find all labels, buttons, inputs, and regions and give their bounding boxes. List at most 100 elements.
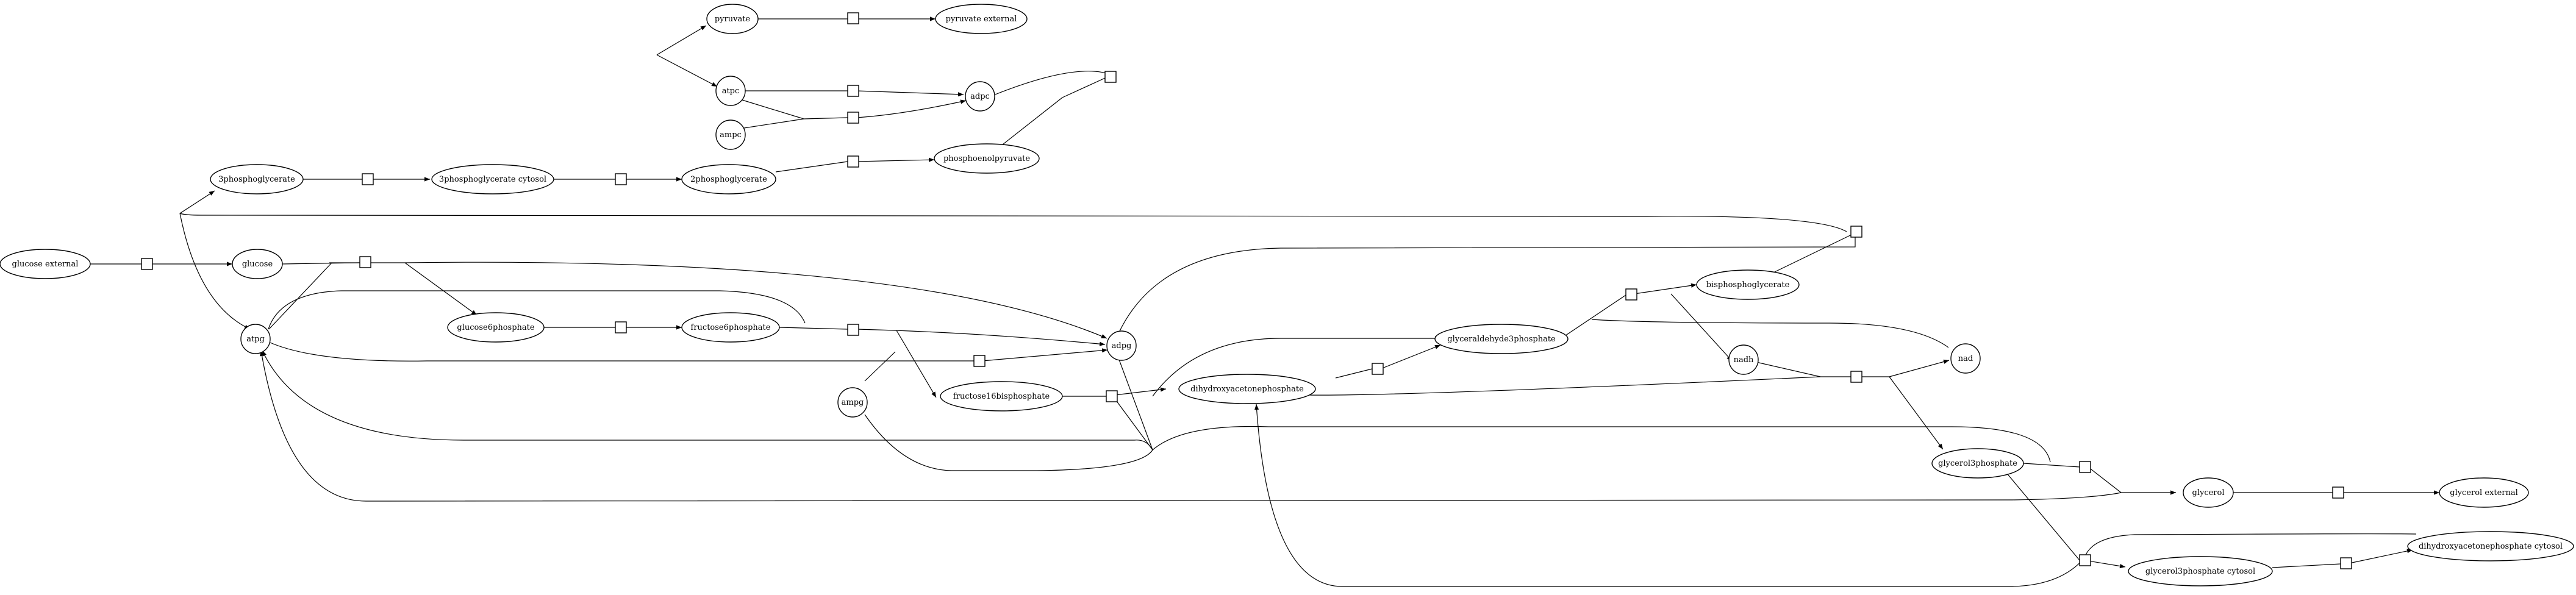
node-label: nadh xyxy=(1734,355,1754,365)
edge xyxy=(268,290,806,330)
reaction-node[interactable] xyxy=(973,355,986,367)
node-adpc[interactable]: adpc xyxy=(965,81,995,112)
reaction-node[interactable] xyxy=(847,155,859,168)
reaction-node[interactable] xyxy=(1372,363,1384,375)
reaction-node[interactable] xyxy=(141,258,153,270)
node-phosphoenolpyruvate[interactable]: phosphoenolpyruvate xyxy=(934,143,1040,174)
edge xyxy=(1152,426,2051,463)
edge xyxy=(268,262,332,330)
node-nadh[interactable]: nadh xyxy=(1728,344,1759,375)
reaction-node[interactable] xyxy=(359,256,371,268)
edge xyxy=(864,414,1153,471)
node-label: dihydroxyacetonephosphate cytosol xyxy=(2419,542,2563,551)
node-glycerol-external[interactable]: glycerol external xyxy=(2439,477,2529,508)
edge xyxy=(270,342,974,362)
node-label: glycerol external xyxy=(2450,488,2518,497)
node-label: fructose6phosphate xyxy=(691,323,771,332)
node-atpc[interactable]: atpc xyxy=(715,76,746,106)
edge xyxy=(856,90,964,97)
reaction-node[interactable] xyxy=(615,173,627,185)
node-2phosphoglycerate[interactable]: 2phosphoglycerate xyxy=(681,164,776,194)
edge xyxy=(179,213,1847,232)
reaction-node[interactable] xyxy=(2332,486,2344,499)
edge xyxy=(742,99,804,119)
node-ampc[interactable]: ampc xyxy=(715,119,746,150)
node-adpg[interactable]: adpg xyxy=(1106,330,1137,361)
edge xyxy=(982,348,1108,362)
edge xyxy=(775,161,848,173)
node-glycerol3phosphate-cytosol[interactable]: glycerol3phosphate cytosol xyxy=(2128,556,2273,586)
node-3phosphoglycerate[interactable]: 3phosphoglycerate xyxy=(210,164,304,194)
edge xyxy=(1634,283,1697,294)
edge xyxy=(995,71,1114,95)
node-label: glycerol xyxy=(2192,488,2225,497)
node-label: pyruvate xyxy=(715,15,751,24)
edge xyxy=(1591,319,1949,348)
edge xyxy=(864,351,896,382)
node-ampg[interactable]: ampg xyxy=(837,387,868,418)
edge xyxy=(1889,359,1950,377)
reaction-node[interactable] xyxy=(1850,226,1862,238)
edge xyxy=(259,350,2122,502)
edge xyxy=(262,350,1153,451)
node-glyceraldehyde3phosphate[interactable]: glyceraldehyde3phosphate xyxy=(1434,324,1569,354)
edge xyxy=(1118,359,1153,451)
node-glycerol[interactable]: glycerol xyxy=(2183,477,2234,508)
reaction-node[interactable] xyxy=(1104,71,1117,83)
node-dihydroxyacetonephosphate-cytosol[interactable]: dihydroxyacetonephosphate cytosol xyxy=(2407,531,2574,561)
edge xyxy=(179,190,215,214)
node-fructose16bisphosphate[interactable]: fructose16bisphosphate xyxy=(940,381,1063,412)
reaction-node[interactable] xyxy=(847,324,859,336)
node-label: dihydroxyacetonephosphate xyxy=(1190,385,1304,394)
node-label: fructose16bisphosphate xyxy=(953,392,1050,401)
edge xyxy=(1380,344,1441,369)
node-glucose-external[interactable]: glucose external xyxy=(0,249,91,279)
reaction-node[interactable] xyxy=(847,85,859,97)
edge xyxy=(1670,293,1733,362)
node-pyruvate-external[interactable]: pyruvate external xyxy=(935,4,1028,34)
edge xyxy=(856,157,935,162)
node-fructose6phosphate[interactable]: fructose6phosphate xyxy=(681,312,780,343)
node-label: 3phosphoglycerate cytosol xyxy=(439,175,546,184)
edge xyxy=(803,117,848,119)
node-bisphosphoglycerate[interactable]: bisphosphoglycerate xyxy=(1696,269,1800,300)
reaction-node[interactable] xyxy=(2079,554,2091,566)
reaction-node[interactable] xyxy=(362,173,374,185)
reaction-node[interactable] xyxy=(1625,288,1637,301)
edge xyxy=(1114,387,1167,396)
edge-layer xyxy=(90,16,2439,587)
edge xyxy=(2349,549,2413,564)
edge xyxy=(856,329,1106,346)
node-atpg[interactable]: atpg xyxy=(240,324,271,354)
node-dihydroxyacetonephosphate[interactable]: dihydroxyacetonephosphate xyxy=(1178,374,1316,404)
reaction-node[interactable] xyxy=(847,112,859,124)
node-label: glucose xyxy=(242,260,273,269)
node-pyruvate[interactable]: pyruvate xyxy=(706,4,759,34)
node-glucose[interactable]: glucose xyxy=(232,249,283,279)
node-label: glycerol3phosphate cytosol xyxy=(2145,567,2255,576)
edge xyxy=(1062,77,1106,98)
reaction-node[interactable] xyxy=(1850,371,1862,383)
edge xyxy=(1756,362,1821,377)
edge xyxy=(656,25,707,55)
reaction-node[interactable] xyxy=(847,12,859,24)
edge xyxy=(656,54,718,87)
edge xyxy=(735,118,804,130)
node-label: atpg xyxy=(246,335,265,344)
node-label: 3phosphoglycerate xyxy=(218,175,295,184)
node-glucose6phosphate[interactable]: glucose6phosphate xyxy=(447,312,545,343)
reaction-node[interactable] xyxy=(1106,390,1118,402)
node-label: glucose external xyxy=(12,260,79,269)
edge xyxy=(1889,376,1944,450)
node-3phosphoglycerate-cytosol[interactable]: 3phosphoglycerate cytosol xyxy=(431,164,554,194)
reaction-node[interactable] xyxy=(2079,461,2091,473)
reaction-node[interactable] xyxy=(615,321,627,333)
node-glycerol3phosphate[interactable]: glycerol3phosphate xyxy=(1931,448,2024,479)
node-label: nad xyxy=(1958,354,1973,363)
reaction-node[interactable] xyxy=(2340,557,2352,569)
node-label: bisphosphoglycerate xyxy=(1706,280,1790,290)
node-nad[interactable]: nad xyxy=(1950,343,1981,374)
edge xyxy=(2272,563,2341,568)
edge xyxy=(896,330,937,398)
edge xyxy=(1114,398,1153,451)
